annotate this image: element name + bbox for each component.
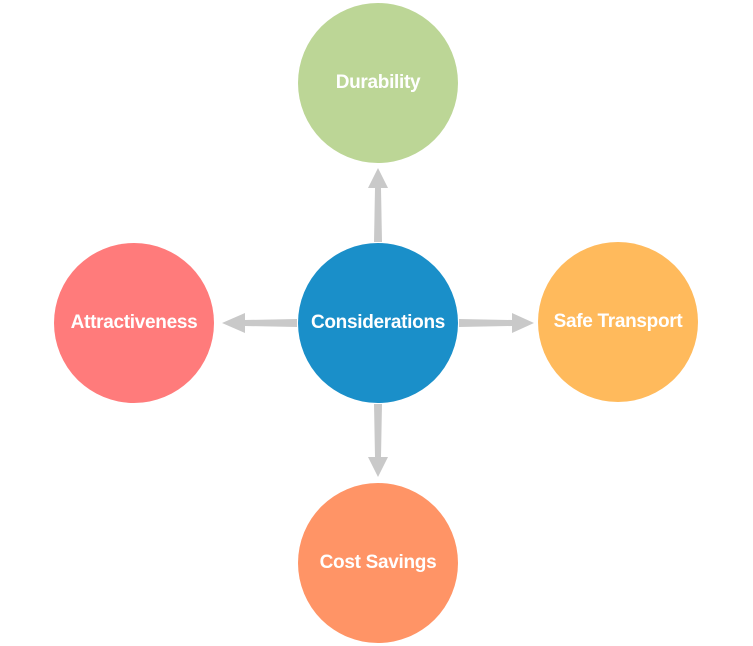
arrow-to-cost-savings [368,404,388,477]
arrow-to-safe-transport [459,313,534,333]
durability-label: Durability [335,72,421,93]
arrow-to-durability [368,168,388,242]
attractiveness-node: Attractiveness [54,243,214,403]
cost-savings-label: Cost Savings [319,552,437,573]
safe-transport-label: Safe Transport [553,311,683,332]
durability-node: Durability [298,3,458,163]
arrow-to-attractiveness [222,313,297,333]
considerations-label: Considerations [310,312,446,333]
safe-transport-node: Safe Transport [538,242,698,402]
considerations-node: Considerations [298,243,458,403]
cost-savings-node: Cost Savings [298,483,458,643]
attractiveness-label: Attractiveness [70,312,198,333]
